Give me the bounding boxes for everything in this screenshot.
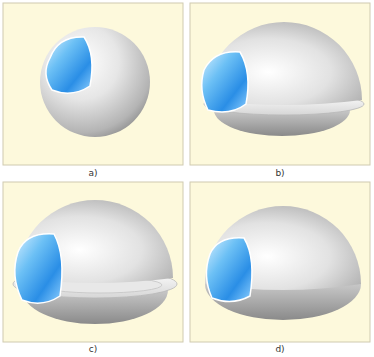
panel-label: b)	[275, 169, 284, 178]
panel	[190, 182, 370, 342]
blue-patch	[206, 238, 252, 302]
panel	[190, 3, 370, 165]
blue-patch	[15, 234, 62, 303]
panel-label: d)	[275, 345, 284, 354]
blue-patch	[202, 52, 248, 112]
panel-label: a)	[88, 169, 97, 178]
panel-label: c)	[89, 345, 97, 354]
panel	[3, 3, 183, 165]
blue-patch	[46, 37, 92, 93]
panel	[3, 182, 183, 342]
sphere	[40, 27, 150, 137]
